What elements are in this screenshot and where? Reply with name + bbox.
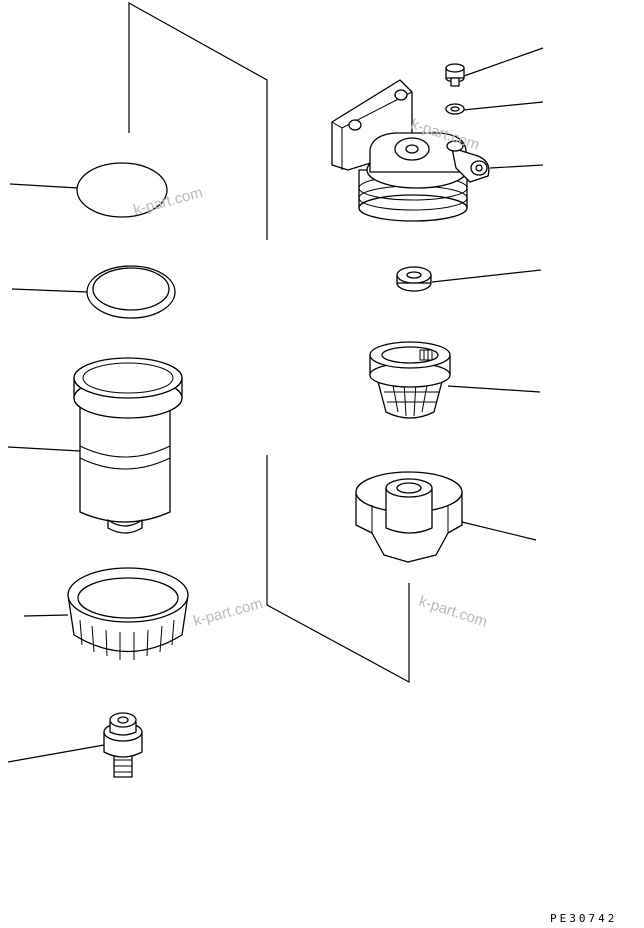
bolt-part <box>445 63 465 87</box>
leader-gasket <box>9 183 79 189</box>
leader-lines <box>7 47 544 763</box>
washer-part <box>445 103 465 115</box>
filter-bowl-part <box>73 357 183 534</box>
o-ring-part <box>86 265 176 319</box>
leader-ring-nut <box>23 614 69 617</box>
leader-strainer <box>447 385 541 393</box>
ring-nut-part <box>67 567 189 660</box>
leader-filter-cap <box>461 521 537 541</box>
watermark-4: k-part.com <box>417 593 490 631</box>
assembly-bracket-lower <box>266 455 410 684</box>
assembly-bracket-upper <box>128 1 268 240</box>
leader-washer <box>462 101 544 111</box>
watermark-3: k-part.com <box>192 595 265 630</box>
grommet-part <box>396 266 432 292</box>
leader-o-ring <box>11 288 89 293</box>
strainer-part <box>369 341 451 419</box>
gasket-part <box>76 162 168 218</box>
filter-cap-part <box>355 471 463 563</box>
drawing-code: PE30742 <box>550 912 617 925</box>
filter-head-part <box>331 79 490 222</box>
leader-drain-valve <box>7 744 105 763</box>
drain-valve-part <box>103 712 143 778</box>
leader-grommet <box>431 269 542 283</box>
leader-filter-head <box>489 164 544 169</box>
leader-bolt <box>463 47 544 77</box>
leader-filter-bowl <box>7 446 81 452</box>
